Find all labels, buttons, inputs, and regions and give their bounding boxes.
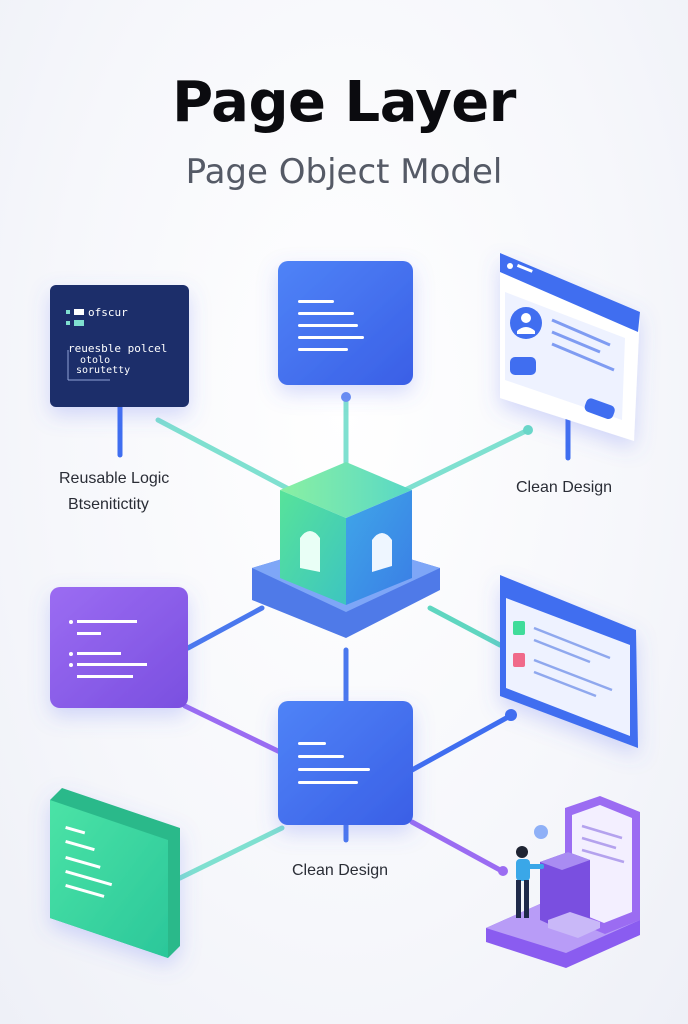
label-btsenitictity: Btsenitictity [68,496,149,513]
blue-card-bottom [278,701,413,825]
profile-window [500,253,640,441]
green-card [50,788,180,958]
cube-door-left-icon [300,531,320,572]
page-subtitle: Page Object Model [185,152,503,192]
page-title: Page Layer [172,70,516,135]
code-line-1: ofscur [88,306,128,319]
code-line-2: reuesble polcel [68,342,167,355]
purple-card [50,587,188,708]
central-cube [252,462,440,638]
label-reusable-logic: Reusable Logic [59,470,170,487]
code-line-3: otolo [80,355,110,366]
list-window [500,575,638,748]
label-clean-design-bottom: Clean Design [292,862,389,879]
connectors [117,392,571,881]
code-line-4: sorutetty [76,365,130,376]
label-clean-design-right: Clean Design [516,479,613,496]
flag-icon [513,653,525,667]
check-icon [513,621,525,635]
cube-door-right-icon [372,533,392,572]
blue-card-top [278,261,413,385]
person-head [516,846,528,858]
code-panel: ofscur reuesble polcel otolo sorutetty [50,285,189,407]
workstation-illustration [486,796,640,968]
